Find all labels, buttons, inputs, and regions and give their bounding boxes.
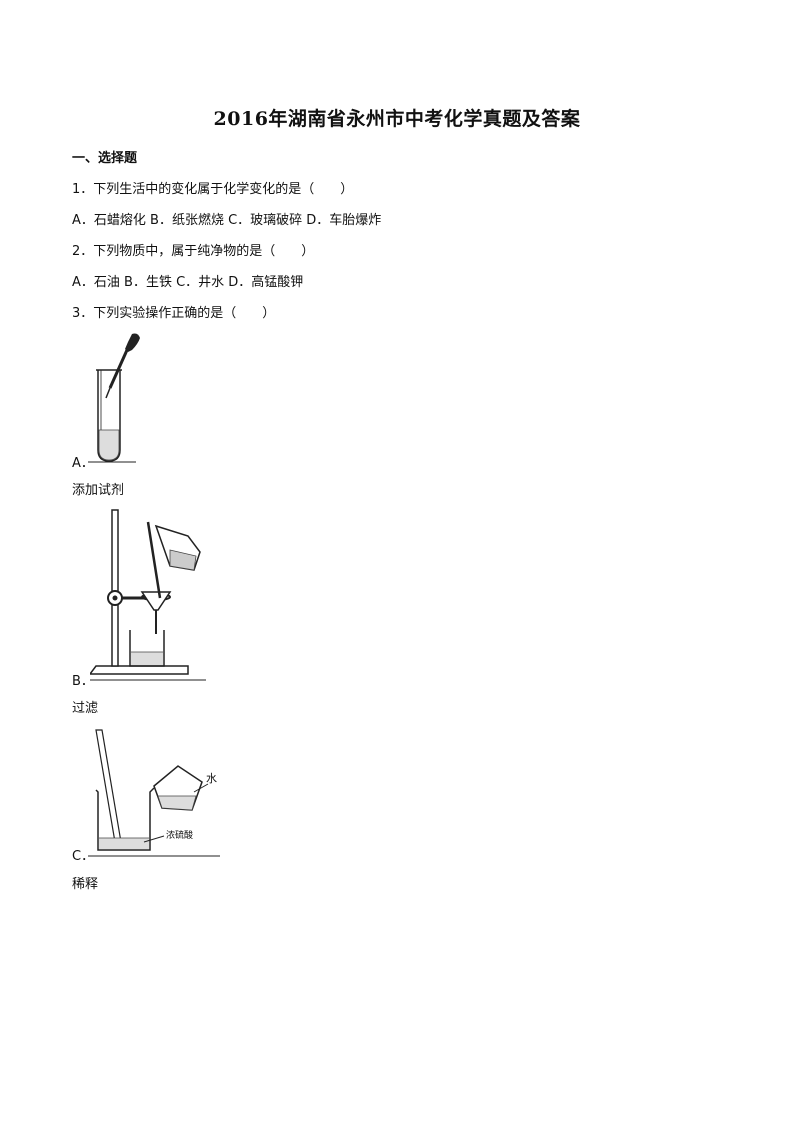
concentrated-acid-label: 浓硫酸 <box>166 829 193 841</box>
question-3-stem: 3．下列实验操作正确的是（ ） <box>72 306 276 321</box>
question-2-stem: 2．下列物质中，属于纯净物的是（ ） <box>72 244 315 259</box>
figure-b-caption: 过滤 <box>72 701 99 716</box>
figure-c-label: C． <box>72 849 95 864</box>
figure-a-caption: 添加试剂 <box>72 483 125 498</box>
question-2-options: A．石油 B．生铁 C．井水 D．高锰酸钾 <box>72 275 304 290</box>
figure-a-label: A． <box>72 456 94 471</box>
question-1-stem: 1．下列生活中的变化属于化学变化的是（ ） <box>72 182 354 197</box>
figure-c-caption: 稀释 <box>72 877 99 892</box>
figure-a-dropper-test-tube <box>88 333 140 463</box>
figure-b-filtration-apparatus <box>90 509 206 681</box>
figure-c-dilution-apparatus: 水 浓硫酸 <box>88 729 220 857</box>
water-label: 水 <box>206 772 217 785</box>
figure-b-label: B． <box>72 674 94 689</box>
page-title: 2016年湖南省永州市中考化学真题及答案 <box>213 108 581 130</box>
section-heading: 一、选择题 <box>72 151 138 166</box>
question-1-options: A．石蜡熔化 B．纸张燃烧 C．玻璃破碎 D．车胎爆炸 <box>72 213 382 228</box>
